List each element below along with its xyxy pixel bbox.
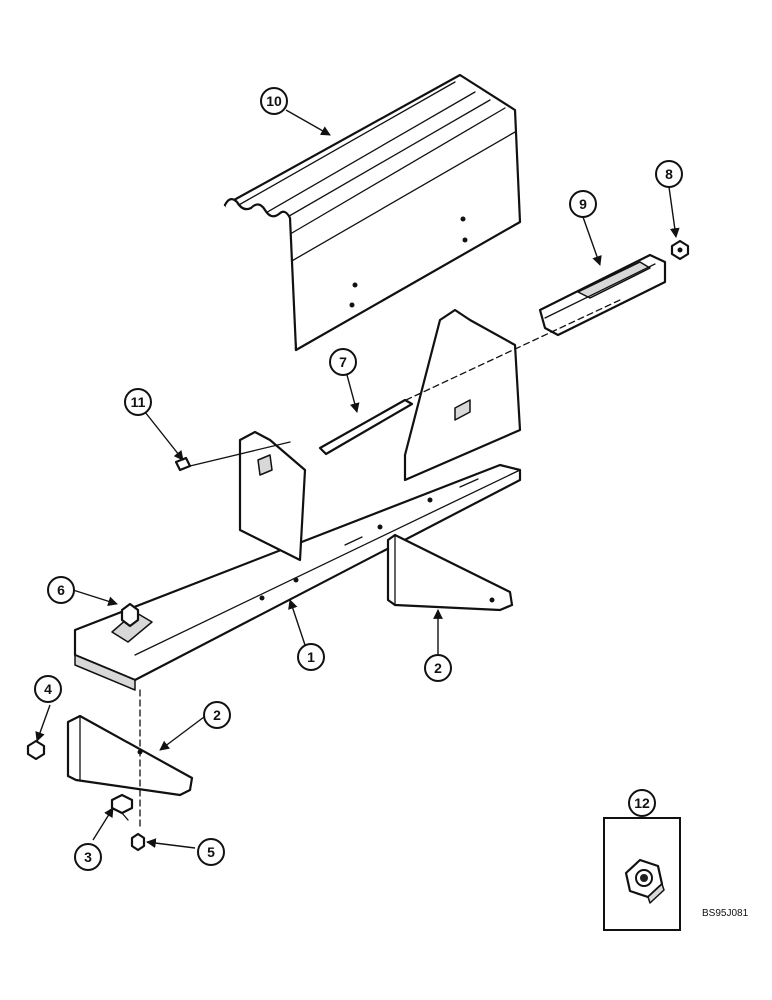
latch: [111, 602, 153, 643]
callout-2-right: 2: [424, 654, 452, 682]
svg-text:9: 9: [579, 196, 587, 212]
svg-text:8: 8: [665, 166, 673, 182]
callout-7: 7: [329, 348, 357, 376]
callout-10: 10: [260, 87, 288, 115]
svg-text:10: 10: [266, 93, 282, 109]
svg-text:3: 3: [84, 849, 92, 865]
rod: [318, 398, 414, 456]
svg-text:4: 4: [44, 681, 52, 697]
callout-3: 3: [74, 843, 102, 871]
reference-code: BS95J081: [702, 908, 749, 919]
callout-5: 5: [197, 838, 225, 866]
svg-text:2: 2: [213, 707, 221, 723]
support-bracket-left: [66, 714, 194, 797]
nut-small: [26, 739, 46, 761]
svg-text:1: 1: [307, 649, 315, 665]
svg-text:6: 6: [57, 582, 65, 598]
callout-4: 4: [34, 675, 62, 703]
svg-text:11: 11: [131, 394, 146, 410]
screw: [130, 832, 146, 852]
svg-text:7: 7: [339, 354, 347, 370]
leader-lines: [35, 109, 680, 849]
svg-text:2: 2: [434, 660, 442, 676]
callout-9: 9: [569, 190, 597, 218]
nut: [670, 239, 690, 261]
svg-text:12: 12: [634, 795, 650, 811]
mounting-bracket: [538, 253, 667, 337]
callout-2-left: 2: [203, 701, 231, 729]
bolt: [110, 793, 134, 821]
callout-11: 11: [124, 388, 152, 416]
cover-panel: [223, 73, 522, 352]
callout-12: 12: [628, 789, 656, 817]
main-channel: [73, 308, 522, 691]
support-bracket-right: [386, 533, 514, 612]
callout-8: 8: [655, 160, 683, 188]
inset-box: [603, 817, 681, 931]
callout-6: 6: [47, 576, 75, 604]
flange-nut: [624, 858, 665, 904]
callout-1: 1: [297, 643, 325, 671]
svg-text:5: 5: [207, 844, 215, 860]
